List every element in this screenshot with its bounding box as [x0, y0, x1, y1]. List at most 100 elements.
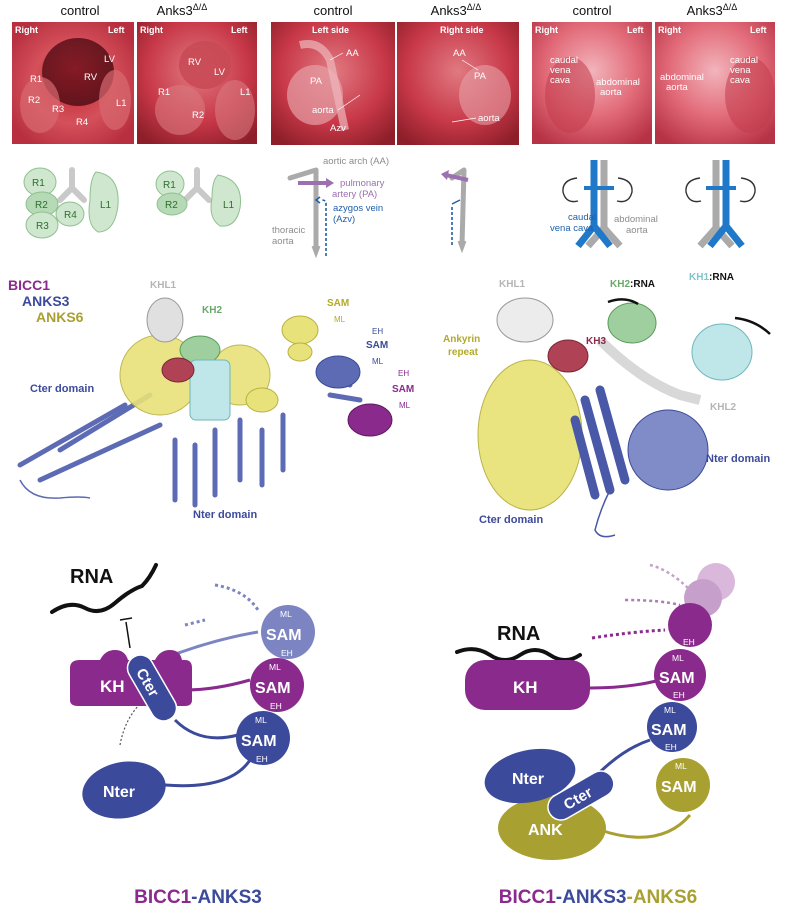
label-r3: R3 — [52, 104, 64, 115]
lung-r1: R1 — [32, 178, 45, 189]
struct-right-cter: Cter domain — [479, 514, 543, 526]
model-right-sam-blue-ml: ML — [664, 705, 676, 715]
model-right-nter: Nter — [512, 771, 544, 788]
label-rv-2: RV — [188, 57, 202, 68]
model-left-sam-bot-eh: EH — [256, 754, 268, 764]
model-right-kh: KH — [513, 678, 538, 697]
photo-headers: control Anks3Δ/Δ control Anks3Δ/Δ contro… — [60, 2, 737, 18]
vessel-schematic-mutant — [441, 167, 469, 254]
model-left-sam-bot-ml: ML — [255, 715, 267, 725]
lung-schematic-mutant: R1 R2 L1 — [155, 167, 242, 227]
lung-l1: L1 — [100, 200, 112, 211]
label-azv: Azv — [330, 123, 346, 134]
lung-mut-r2: R2 — [165, 200, 178, 211]
label-aa: AA — [346, 48, 359, 59]
label-left-side: Left side — [312, 25, 349, 35]
model-left-sam-mid-ml: ML — [269, 662, 281, 672]
label-pa-2: PA — [474, 71, 487, 82]
struct-left-cter: Cter domain — [30, 383, 94, 395]
struct-left-sam3-eh: EH — [398, 369, 409, 378]
lung-r2: R2 — [35, 200, 48, 211]
model-right: RNA EH KH SAM ML EH SAM ML EH SAM ML ANK — [455, 563, 735, 860]
label-r2: R2 — [28, 95, 40, 106]
model-left-kh: KH — [100, 677, 125, 696]
label-aortic-arch: aortic arch (AA) — [323, 156, 389, 167]
model-right-sam-mid: SAM — [659, 670, 695, 687]
model-left-nter: Nter — [103, 784, 135, 801]
model-right-sam-olive: SAM — [661, 779, 697, 796]
label-l1: L1 — [116, 98, 127, 109]
structure-left: KHL1 KH2 SAM ML EH SAM ML EH SAM ML Cter… — [17, 280, 414, 521]
legend-anks3: ANKS3 — [22, 293, 70, 309]
legend-anks6: ANKS6 — [36, 309, 84, 325]
struct-left-sam3: SAM — [392, 384, 414, 395]
label-left: Left — [108, 25, 125, 35]
label-right-side: Right side — [440, 25, 484, 35]
lung-mut-r1: R1 — [163, 180, 176, 191]
model-left-sam-bot: SAM — [241, 733, 277, 750]
label-aorta: aorta — [312, 105, 334, 116]
struct-left-sam1: SAM — [327, 298, 349, 309]
model-right-sam-blue: SAM — [651, 722, 687, 739]
caption-left: BICC1-ANKS3 — [134, 887, 262, 908]
header-control-2: control — [313, 3, 352, 18]
model-right-ank: ANK — [528, 822, 563, 839]
label-left-4: Left — [750, 25, 767, 35]
label-azygos-vein: azygos vein(Azv) — [333, 203, 383, 225]
label-aorta-2: aorta — [478, 113, 500, 124]
label-r2-2: R2 — [192, 110, 204, 121]
model-right-top-eh: EH — [683, 637, 695, 647]
label-left-2: Left — [231, 25, 248, 35]
struct-right-kh3: KH3 — [586, 336, 606, 347]
photo-control-vessels: Left side AA PA aorta Azv — [271, 22, 395, 145]
struct-left-sam3-ml: ML — [399, 401, 411, 410]
struct-right-kh1: KH1:RNA — [689, 272, 734, 283]
model-left-sam-top: SAM — [266, 627, 302, 644]
label-right-4: Right — [658, 25, 681, 35]
photo-control-thorax: Right Left RV LV R1 R2 R3 R4 L1 — [12, 22, 134, 144]
label-rv: RV — [84, 72, 98, 83]
legend-bicc1: BICC1 — [8, 277, 50, 293]
lung-r3: R3 — [36, 221, 49, 232]
model-left: RNA KH Cter Nter SAM ML EH SAM ML EH — [50, 563, 315, 819]
header-mutant-1: Anks3Δ/Δ — [157, 2, 208, 18]
model-right-sam-olive-ml: ML — [675, 761, 687, 771]
protein-legend: BICC1 ANKS3 ANKS6 — [8, 277, 84, 325]
label-lv-2: LV — [214, 67, 226, 78]
model-right-sam-mid-eh: EH — [673, 690, 685, 700]
lung-schematic-control: R1 R2 R3 R4 L1 — [23, 167, 119, 239]
label-r1: R1 — [30, 74, 42, 85]
label-pa: PA — [310, 76, 323, 87]
model-left-sam-top-eh: EH — [281, 648, 293, 658]
struct-left-sam1-ml: ML — [334, 315, 346, 324]
struct-right-khl2: KHL2 — [710, 402, 737, 413]
struct-left-sam2: SAM — [366, 340, 388, 351]
lung-r4: R4 — [64, 210, 77, 221]
abdominal-schematic-mutant — [685, 160, 756, 249]
struct-right-kh2: KH2:RNA — [610, 279, 655, 290]
label-r1-2: R1 — [158, 87, 170, 98]
model-left-sam-top-ml: ML — [280, 609, 292, 619]
label-lv: LV — [104, 54, 116, 65]
struct-left-kh2: KH2 — [202, 305, 222, 316]
model-left-rna: RNA — [70, 566, 113, 588]
photo-mutant-thorax: Right Left RV LV R1 R2 L1 — [137, 22, 257, 144]
label-right-3: Right — [535, 25, 558, 35]
photo-mutant-vessels: Right side AA PA aorta — [397, 22, 519, 145]
label-l1-2: L1 — [240, 87, 251, 98]
struct-left-nter: Nter domain — [193, 509, 257, 521]
label-right-2: Right — [140, 25, 163, 35]
